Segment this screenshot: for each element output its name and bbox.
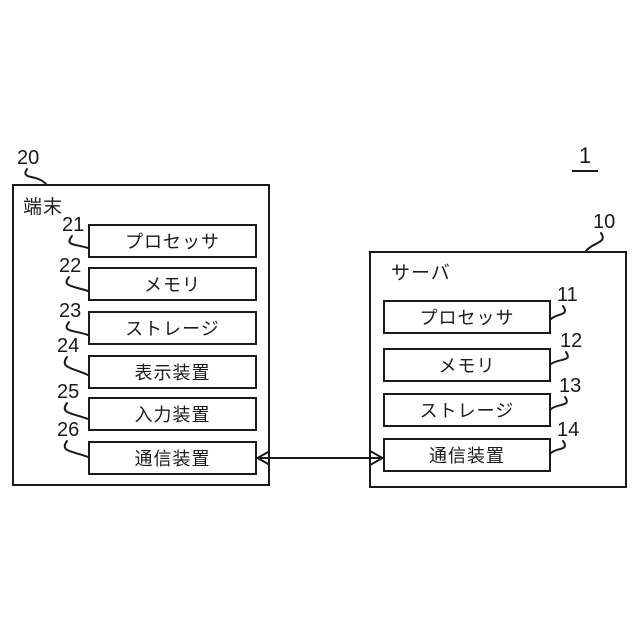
component-label: ストレージ [125, 319, 220, 339]
server-title: サーバ [391, 263, 451, 284]
terminal-component-memory: メモリ [88, 267, 257, 301]
terminal-component-input: 入力装置 [88, 397, 257, 431]
server-ref-number: 10 [593, 211, 616, 233]
bidirectional-arrow [255, 450, 385, 466]
server-component-memory: メモリ [383, 348, 551, 382]
component-ref-number: 22 [59, 255, 82, 277]
component-ref-number: 11 [557, 284, 578, 306]
component-ref-number: 25 [57, 381, 80, 403]
component-ref-number: 23 [59, 300, 82, 322]
server-component-storage: ストレージ [383, 393, 551, 427]
component-label: 入力装置 [134, 405, 211, 425]
figure-number: 1 [572, 143, 599, 172]
component-label: 通信装置 [134, 449, 211, 469]
component-ref-number: 24 [57, 335, 80, 357]
component-ref-number: 13 [559, 375, 582, 397]
component-ref-number: 26 [57, 419, 80, 441]
terminal-component-storage: ストレージ [88, 311, 257, 345]
leader-line-10 [585, 232, 604, 252]
component-label: ストレージ [419, 401, 515, 421]
component-ref-number: 14 [557, 419, 580, 441]
component-label: プロセッサ [419, 308, 515, 328]
component-label: 表示装置 [134, 363, 211, 383]
terminal-ref-number: 20 [17, 147, 40, 169]
component-label: メモリ [438, 356, 496, 376]
component-ref-number: 21 [62, 214, 85, 236]
terminal-title: 端末 [23, 197, 64, 218]
server-component-communication: 通信装置 [383, 438, 551, 472]
terminal-component-processor: プロセッサ [88, 224, 257, 258]
component-label: メモリ [144, 275, 201, 295]
terminal-component-communication: 通信装置 [88, 441, 257, 475]
component-label: 通信装置 [429, 446, 505, 466]
server-component-processor: プロセッサ [383, 300, 551, 334]
component-ref-number: 12 [560, 330, 583, 352]
leader-line-20 [24, 168, 47, 185]
component-label: プロセッサ [125, 232, 220, 252]
terminal-component-display: 表示装置 [88, 355, 257, 389]
